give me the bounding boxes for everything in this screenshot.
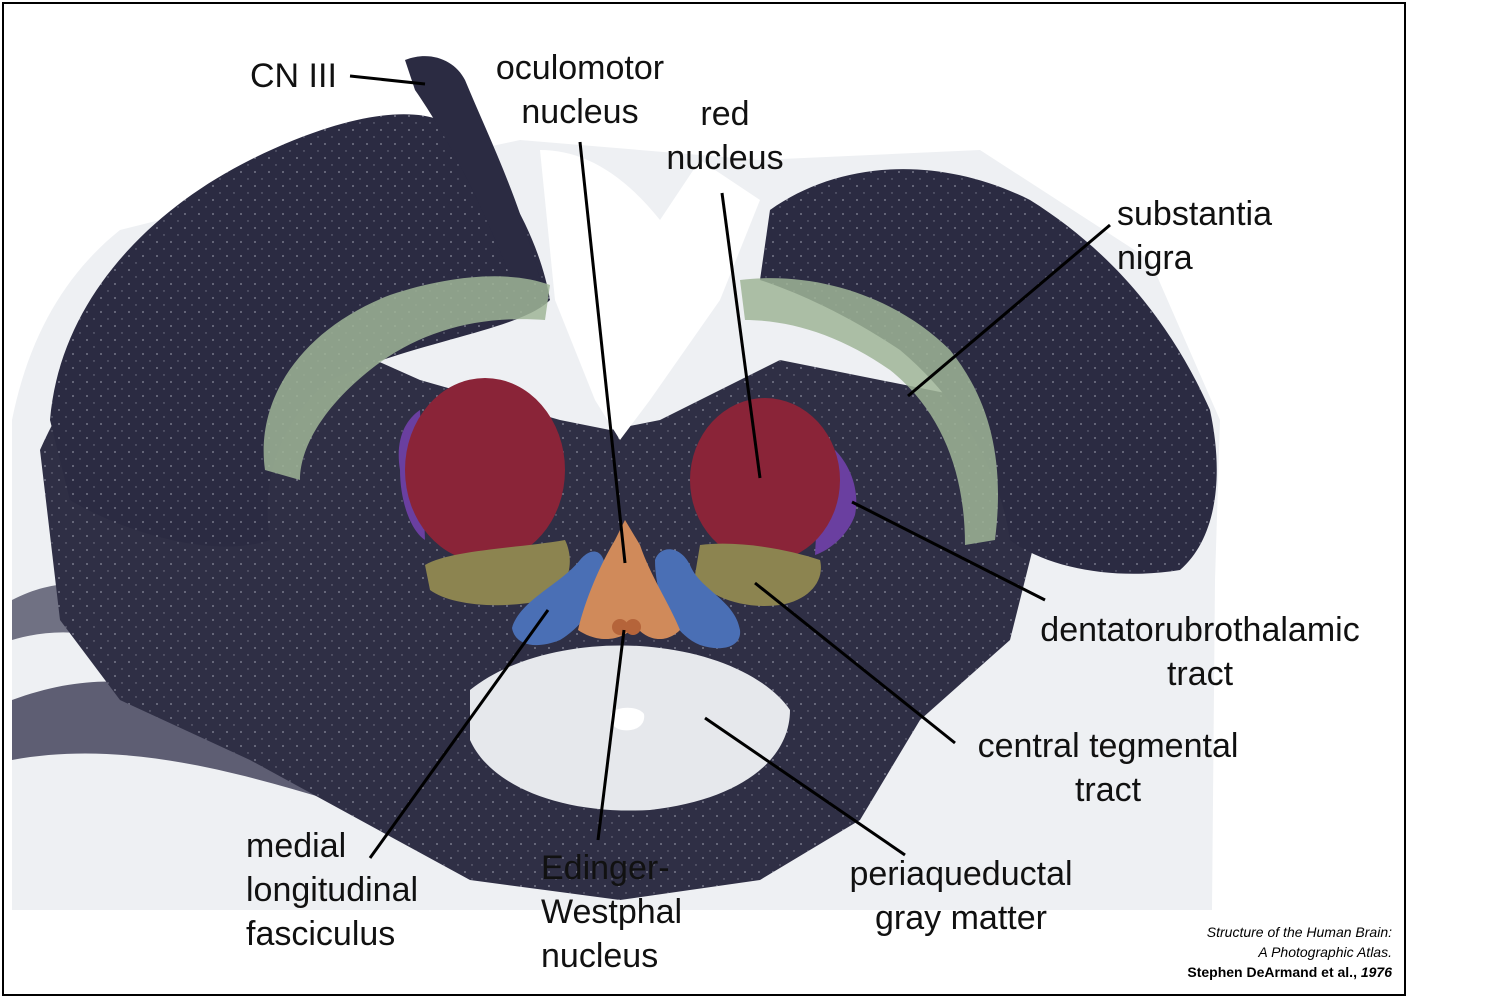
central-tegmental-right	[695, 543, 821, 606]
leader-dentatorubrothalamic	[851, 500, 1046, 602]
leader-central-tegmental	[754, 581, 956, 745]
leader-substantia-nigra	[907, 223, 1111, 398]
substantia-nigra-right	[740, 278, 998, 545]
substantia-nigra-left	[263, 276, 550, 480]
edinger-westphal-nucleus-right	[625, 619, 641, 635]
label-central-tegmental-tract: central tegmental tract	[977, 727, 1239, 809]
leader-mlf	[368, 609, 550, 859]
label-substantia-nigra: substantia nigra	[1117, 195, 1272, 277]
interpeduncular-fossa	[540, 150, 760, 440]
source-citation: Structure of the Human Brain: A Photogra…	[1187, 924, 1392, 980]
label-red-nucleus: red nucleus	[666, 95, 784, 177]
label-oculomotor-nucleus: oculomotor nucleus	[495, 49, 665, 131]
leader-edinger-westphal	[596, 629, 626, 841]
leader-oculomotor	[578, 141, 627, 564]
leader-red-nucleus	[720, 192, 762, 479]
central-tegmental-left	[425, 540, 570, 606]
leader-periaqueductal	[704, 716, 906, 857]
label-edinger-westphal-nucleus: Edinger- Westphal nucleus	[541, 849, 683, 975]
red-nucleus-left	[405, 378, 565, 562]
leader-lines	[349, 74, 1111, 859]
label-periaqueductal-gray-matter: periaqueductal gray matter	[849, 855, 1073, 937]
fiber-band	[12, 681, 330, 800]
cn3-nerve-root	[405, 56, 540, 290]
cerebral-aqueduct	[610, 707, 645, 731]
leader-cn3	[349, 74, 426, 86]
label-medial-longitudinal-fasciculus: medial longitudinal fasciculus	[246, 827, 419, 953]
red-nucleus-right	[690, 398, 840, 562]
label-dentatorubrothalamic-tract: dentatorubrothalamic tract	[1040, 611, 1360, 693]
label-cn3: CN III	[250, 57, 337, 95]
oculomotor-nucleus	[578, 520, 680, 640]
